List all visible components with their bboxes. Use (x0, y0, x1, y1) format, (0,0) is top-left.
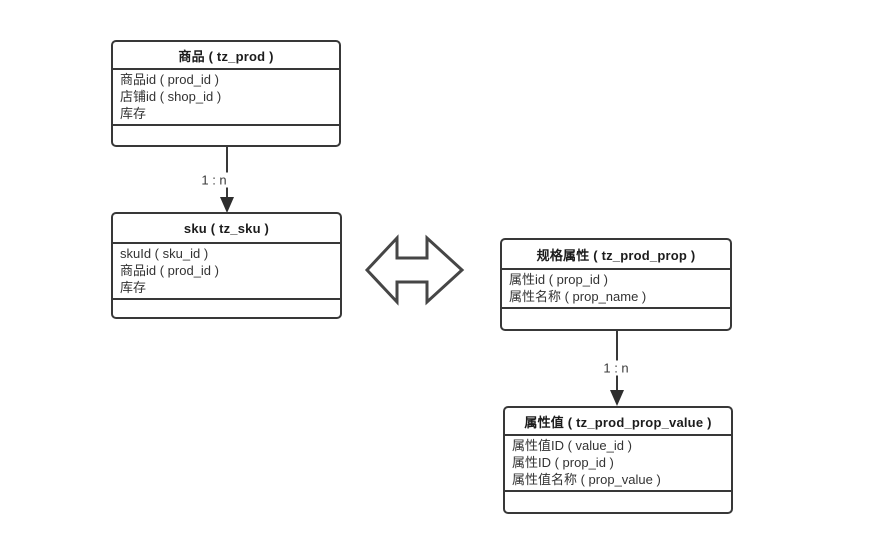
entity-field: 商品id ( prod_id ) (120, 263, 219, 278)
entity-field: 库存 (120, 106, 147, 121)
entity-field: 库存 (120, 280, 147, 295)
entity-title: 商品 ( tz_prod ) (113, 42, 339, 70)
entity-box-prop: 规格属性 ( tz_prod_prop ) 属性id ( prop_id ) 属… (500, 238, 732, 331)
entity-fields: 商品id ( prod_id ) 店铺id ( shop_id ) 库存 (113, 70, 339, 126)
entity-fields: 属性值ID ( value_id ) 属性ID ( prop_id ) 属性值名… (505, 436, 731, 492)
entity-footer (113, 300, 340, 317)
arrowhead-down-icon (610, 390, 624, 406)
entity-fields: 属性id ( prop_id ) 属性名称 ( prop_name ) (502, 270, 730, 309)
entity-box-prop-value: 属性值 ( tz_prod_prop_value ) 属性值ID ( value… (503, 406, 733, 514)
entity-field: 商品id ( prod_id ) (120, 72, 219, 87)
entity-field: 属性值名称 ( prop_value ) (512, 472, 661, 487)
entity-footer (502, 309, 730, 329)
entity-field: 属性名称 ( prop_name ) (509, 289, 647, 304)
entity-field: 属性值ID ( value_id ) (512, 438, 632, 453)
cardinality-label: 1 : n (600, 360, 632, 376)
entity-field: 属性id ( prop_id ) (509, 272, 608, 287)
entity-field: skuId ( sku_id ) (120, 246, 209, 261)
entity-fields: skuId ( sku_id ) 商品id ( prod_id ) 库存 (113, 244, 340, 300)
entity-footer (505, 492, 731, 512)
entity-field: 店铺id ( shop_id ) (120, 89, 222, 104)
entity-box-sku: sku ( tz_sku ) skuId ( sku_id ) 商品id ( p… (111, 212, 342, 319)
arrowhead-down-icon (220, 197, 234, 213)
entity-title: 属性值 ( tz_prod_prop_value ) (505, 408, 731, 436)
entity-box-prod: 商品 ( tz_prod ) 商品id ( prod_id ) 店铺id ( s… (111, 40, 341, 147)
cardinality-label: 1 : n (198, 172, 230, 188)
entity-field: 属性ID ( prop_id ) (512, 455, 614, 470)
double-arrow-icon (364, 234, 465, 306)
entity-title: sku ( tz_sku ) (113, 214, 340, 244)
entity-title: 规格属性 ( tz_prod_prop ) (502, 240, 730, 270)
entity-footer (113, 126, 339, 145)
